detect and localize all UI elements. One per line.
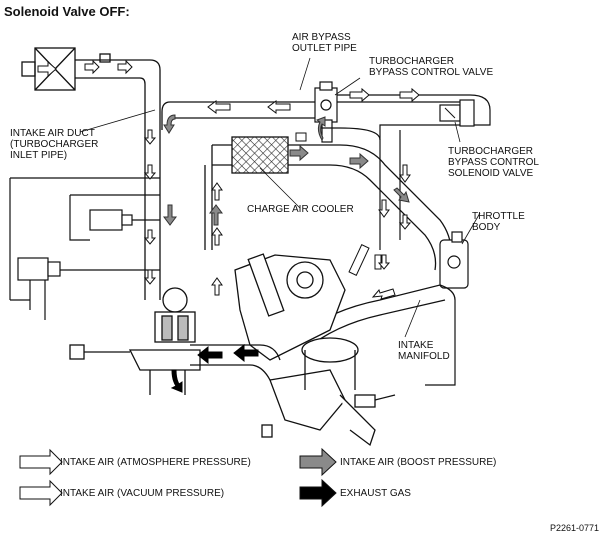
exhaust-manifold	[69, 344, 281, 438]
label-bypass-control-solenoid-valve: TURBOCHARGER BYPASS CONTROL SOLENOID VAL…	[448, 146, 539, 179]
legend-label-vacuum: INTAKE AIR (VACUUM PRESSURE)	[60, 488, 225, 499]
legend-atm-icon	[19, 448, 63, 476]
legend-exhaust-icon	[299, 478, 337, 508]
legend-icons	[19, 447, 337, 508]
label-intake-manifold: INTAKE MANIFOLD	[398, 340, 450, 362]
flow-arrows-boost	[163, 114, 410, 226]
diagram-title: Solenoid Valve OFF:	[4, 4, 130, 19]
legend-label-atmosphere: INTAKE AIR (ATMOSPHERE PRESSURE)	[60, 457, 251, 468]
label-leader-lines	[79, 57, 481, 338]
label-throttle-body: THROTTLE BODY	[472, 211, 525, 233]
turbocharger-bypass-control-solenoid-valve	[439, 99, 475, 127]
throttle-body	[439, 231, 469, 289]
label-air-bypass-outlet-pipe: AIR BYPASS OUTLET PIPE	[292, 32, 357, 54]
flow-arrows-atmosphere	[37, 59, 420, 300]
label-intake-air-duct: INTAKE AIR DUCT (TURBOCHARGER INLET PIPE…	[10, 128, 99, 161]
charge-air-cooler	[212, 132, 340, 174]
legend-label-boost: INTAKE AIR (BOOST PRESSURE)	[340, 457, 497, 468]
figure-id: P2261-0771	[549, 523, 599, 533]
label-turbocharger-bypass-control-valve: TURBOCHARGER BYPASS CONTROL VALVE	[369, 56, 494, 78]
turbocharger-bypass-control-valve	[314, 81, 338, 143]
flow-arrows-exhaust	[170, 343, 259, 393]
vacuum-lines	[320, 94, 491, 250]
air-bypass-outlet-pipe	[161, 101, 320, 130]
engine-block	[234, 253, 396, 447]
intake-air-duct-pipe	[75, 53, 161, 300]
fuel-injectors	[348, 244, 382, 276]
wastegate-actuator	[9, 177, 160, 320]
legend-label-exhaust: EXHAUST GAS	[340, 488, 411, 499]
turbocharger	[128, 287, 201, 371]
label-charge-air-cooler: CHARGE AIR COOLER	[247, 204, 354, 215]
legend-vacuum-icon	[19, 479, 63, 507]
right-vacuum-line	[399, 130, 456, 386]
legend-boost-icon	[299, 447, 337, 477]
